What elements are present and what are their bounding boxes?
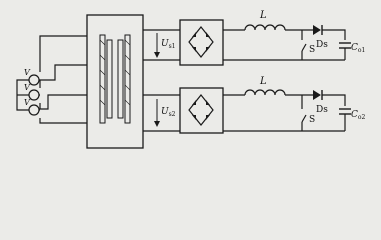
capacitor-1: Co1 (339, 42, 365, 54)
voltage-arrow-2 (154, 99, 160, 127)
converter-row-1: Us1 L Ds Co1 (143, 10, 365, 66)
diode-label-1: Ds (316, 40, 328, 50)
transformer-box (86, 14, 144, 149)
converter-row-2: Us2 L Ds Co2 (143, 76, 366, 134)
circuit-diagram: V V V (16, 10, 366, 149)
source-1-label: V (24, 68, 31, 77)
inductor-label-1: L (259, 10, 267, 21)
switch-1: S (301, 30, 315, 60)
switch-2: S (301, 95, 315, 131)
switch-label-2: S (309, 115, 315, 125)
diode-1: Ds (313, 25, 328, 50)
source-3-label: V (24, 98, 31, 107)
inductor-label-2: L (259, 76, 267, 87)
transformer (86, 14, 144, 149)
capacitor-label-1: Co1 (351, 43, 365, 54)
inductor-2: L (244, 76, 286, 96)
voltage-source-3: V (24, 98, 40, 116)
transformer-core (99, 34, 131, 124)
source-2-label: V (24, 83, 31, 92)
voltage-label-2: Us2 (161, 107, 176, 118)
voltage-label-1: Us1 (161, 39, 176, 50)
switch-label-1: S (309, 45, 315, 55)
inductor-1: L (244, 10, 286, 31)
three-phase-source: V V V (16, 35, 87, 124)
capacitor-2: Co2 (339, 108, 366, 121)
bridge-rectifier-1 (179, 19, 224, 66)
capacitor-label-2: Co2 (351, 110, 366, 121)
voltage-arrow-1 (154, 33, 160, 58)
diode-label-2: Ds (316, 105, 328, 115)
diode-2: Ds (313, 90, 328, 115)
bridge-rectifier-2 (179, 87, 224, 134)
